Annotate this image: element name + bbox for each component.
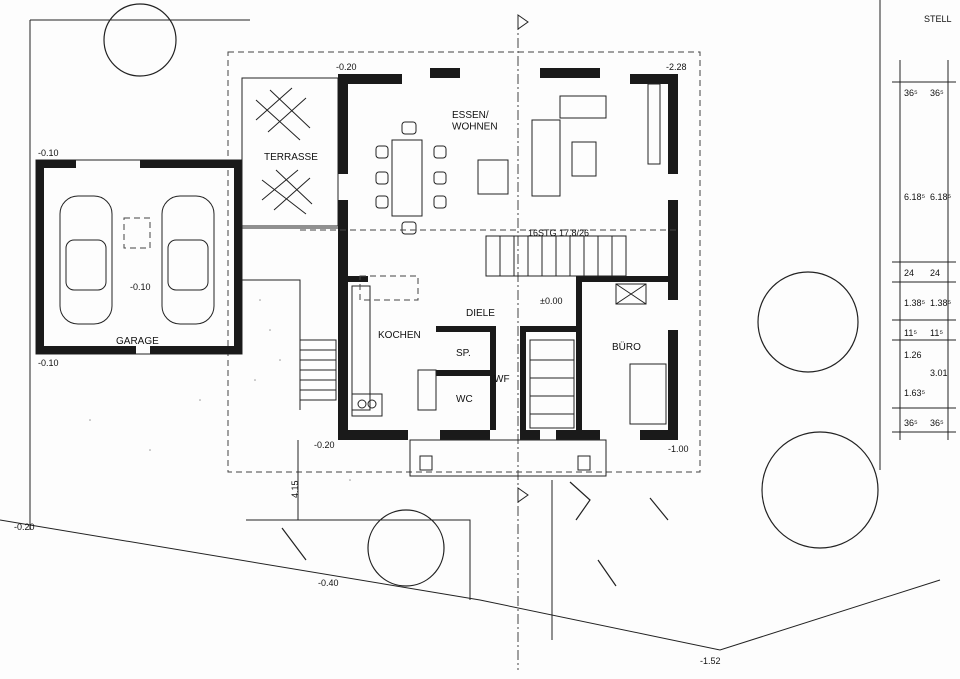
label-terrasse: TERRASSE [264, 152, 318, 163]
dim-r2-1: 6.18⁵ [930, 192, 952, 202]
tree-right-upper [757, 271, 859, 373]
dim-4-15: 4.15 [290, 480, 300, 498]
tree-front [367, 509, 445, 587]
label-diele: DIELE [466, 308, 495, 319]
garage [35, 159, 243, 355]
tree-right-lower [761, 431, 879, 549]
label-sp: SP. [456, 348, 471, 359]
dim-r2-6: 36⁵ [930, 418, 944, 428]
level-top-right: -2.28 [666, 62, 687, 72]
dim-r1-1: 6.18⁵ [904, 192, 926, 202]
dim-r1-3: 1.38⁵ [904, 298, 926, 308]
dim-chain-right [892, 60, 956, 440]
level-house-bottom-right: -1.00 [668, 444, 689, 454]
label-kochen: KOCHEN [378, 330, 421, 341]
dim-r1-7: 36⁵ [904, 418, 918, 428]
level-top-left-house: -0.20 [336, 62, 357, 72]
dim-r1-0: 36⁵ [904, 88, 918, 98]
level-path: -0.40 [318, 578, 339, 588]
stairs [300, 229, 680, 429]
kitchen-furniture [351, 275, 667, 425]
label-garage: GARAGE [116, 336, 159, 347]
envelope-outline [227, 51, 701, 473]
level-site-left: -0.20 [14, 522, 35, 532]
dim-r1-5: 1.26 [904, 350, 922, 360]
house-walls [338, 68, 678, 440]
dim-r2-3: 1.38⁵ [930, 298, 952, 308]
dining-furniture [375, 83, 661, 235]
stell-label: STELL [924, 14, 952, 24]
label-essen: ESSEN/WOHNEN [452, 110, 498, 133]
dim-r2-0: 36⁵ [930, 88, 944, 98]
label-wf: WF [494, 374, 510, 385]
level-house-bottom-left: -0.20 [314, 440, 335, 450]
dim-r2-2: 24 [930, 268, 940, 278]
level-garage-bottom: -0.10 [38, 358, 59, 368]
dim-r1-4: 11⁵ [904, 328, 917, 338]
label-wc: WC [456, 394, 473, 405]
level-garage-center: -0.10 [130, 282, 151, 292]
level-site-bottom: -1.52 [700, 656, 721, 666]
axis-marker-top [517, 14, 529, 30]
paving [89, 227, 553, 640]
site-boundary-bottom [0, 519, 941, 651]
axis-marker-bottom [517, 487, 529, 503]
label-buero: BÜRO [612, 341, 641, 353]
label-stairs: 16STG 17.8/26 [528, 228, 589, 238]
dim-r1-6: 1.63⁵ [904, 388, 926, 398]
tree-top-left [103, 3, 177, 77]
dim-r2-4: 11⁵ [930, 328, 943, 338]
level-diele: ±0.00 [540, 296, 562, 306]
trees [103, 3, 879, 587]
level-garage-top: -0.10 [38, 148, 59, 158]
dim-r2-5: 3.01 [930, 368, 948, 378]
dim-r1-2: 24 [904, 268, 914, 278]
